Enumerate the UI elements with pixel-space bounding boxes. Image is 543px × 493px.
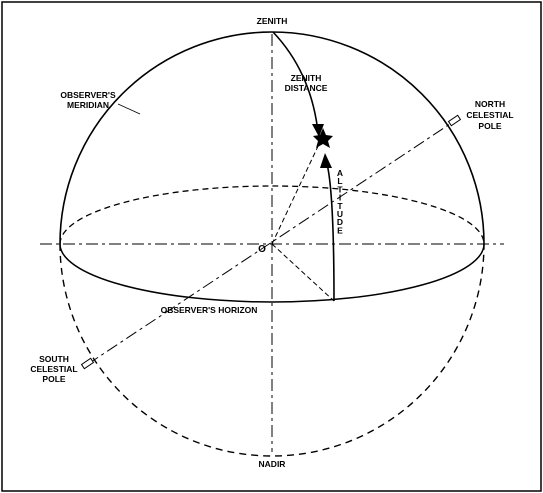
- altitude-arrowhead: [320, 153, 332, 168]
- observer-to-horizon-line: [271, 243, 335, 302]
- horizon-front-half: [59, 243, 485, 303]
- altitude-letter: T: [337, 201, 343, 211]
- north-pole-label-line1: NORTH: [475, 99, 505, 109]
- nadir-label: NADIR: [259, 459, 286, 469]
- altitude-letter: T: [337, 184, 343, 194]
- star-icon: [313, 128, 333, 148]
- horizon-back-half: [59, 185, 485, 245]
- meridian-label-line1: OBSERVER'S: [60, 90, 116, 100]
- south-pole-label-line2: CELESTIAL: [30, 364, 77, 374]
- meridian-label-line2: MERIDIAN: [67, 100, 109, 110]
- zenith-distance-arrowhead: [312, 124, 324, 137]
- zenith-label: ZENITH: [257, 16, 288, 26]
- south-pole-marker: [80, 357, 95, 370]
- north-pole-label-line3: POLE: [478, 121, 501, 131]
- meridian-upper-arc: [59, 31, 485, 245]
- altitude-letter: E: [337, 225, 343, 235]
- zenith-distance-label-line2: DISTANCE: [285, 83, 328, 93]
- celestial-pole-axis: [87, 121, 454, 365]
- horizon-label: OBSERVER'S HORIZON: [161, 305, 258, 315]
- altitude-letter: U: [337, 209, 343, 219]
- south-pole-label-line3: POLE: [42, 374, 65, 384]
- altitude-arc: [325, 159, 335, 302]
- altitude-letter: D: [337, 217, 343, 227]
- north-pole-marker: [447, 114, 462, 127]
- meridian-leader-line: [117, 103, 141, 115]
- zenith-distance-label-line1: ZENITH: [291, 73, 322, 83]
- observer-center-label: O: [258, 244, 266, 255]
- altitude-letter: L: [337, 176, 342, 186]
- altitude-letter: A: [337, 168, 343, 178]
- zenith-distance-arc: [272, 31, 319, 133]
- north-pole-label-line2: CELESTIAL: [466, 110, 513, 120]
- meridian-lower-arc: [59, 243, 485, 457]
- altitude-letter: I: [339, 193, 341, 203]
- observer-to-star-line: [271, 141, 321, 245]
- south-pole-label-line1: SOUTH: [39, 354, 69, 364]
